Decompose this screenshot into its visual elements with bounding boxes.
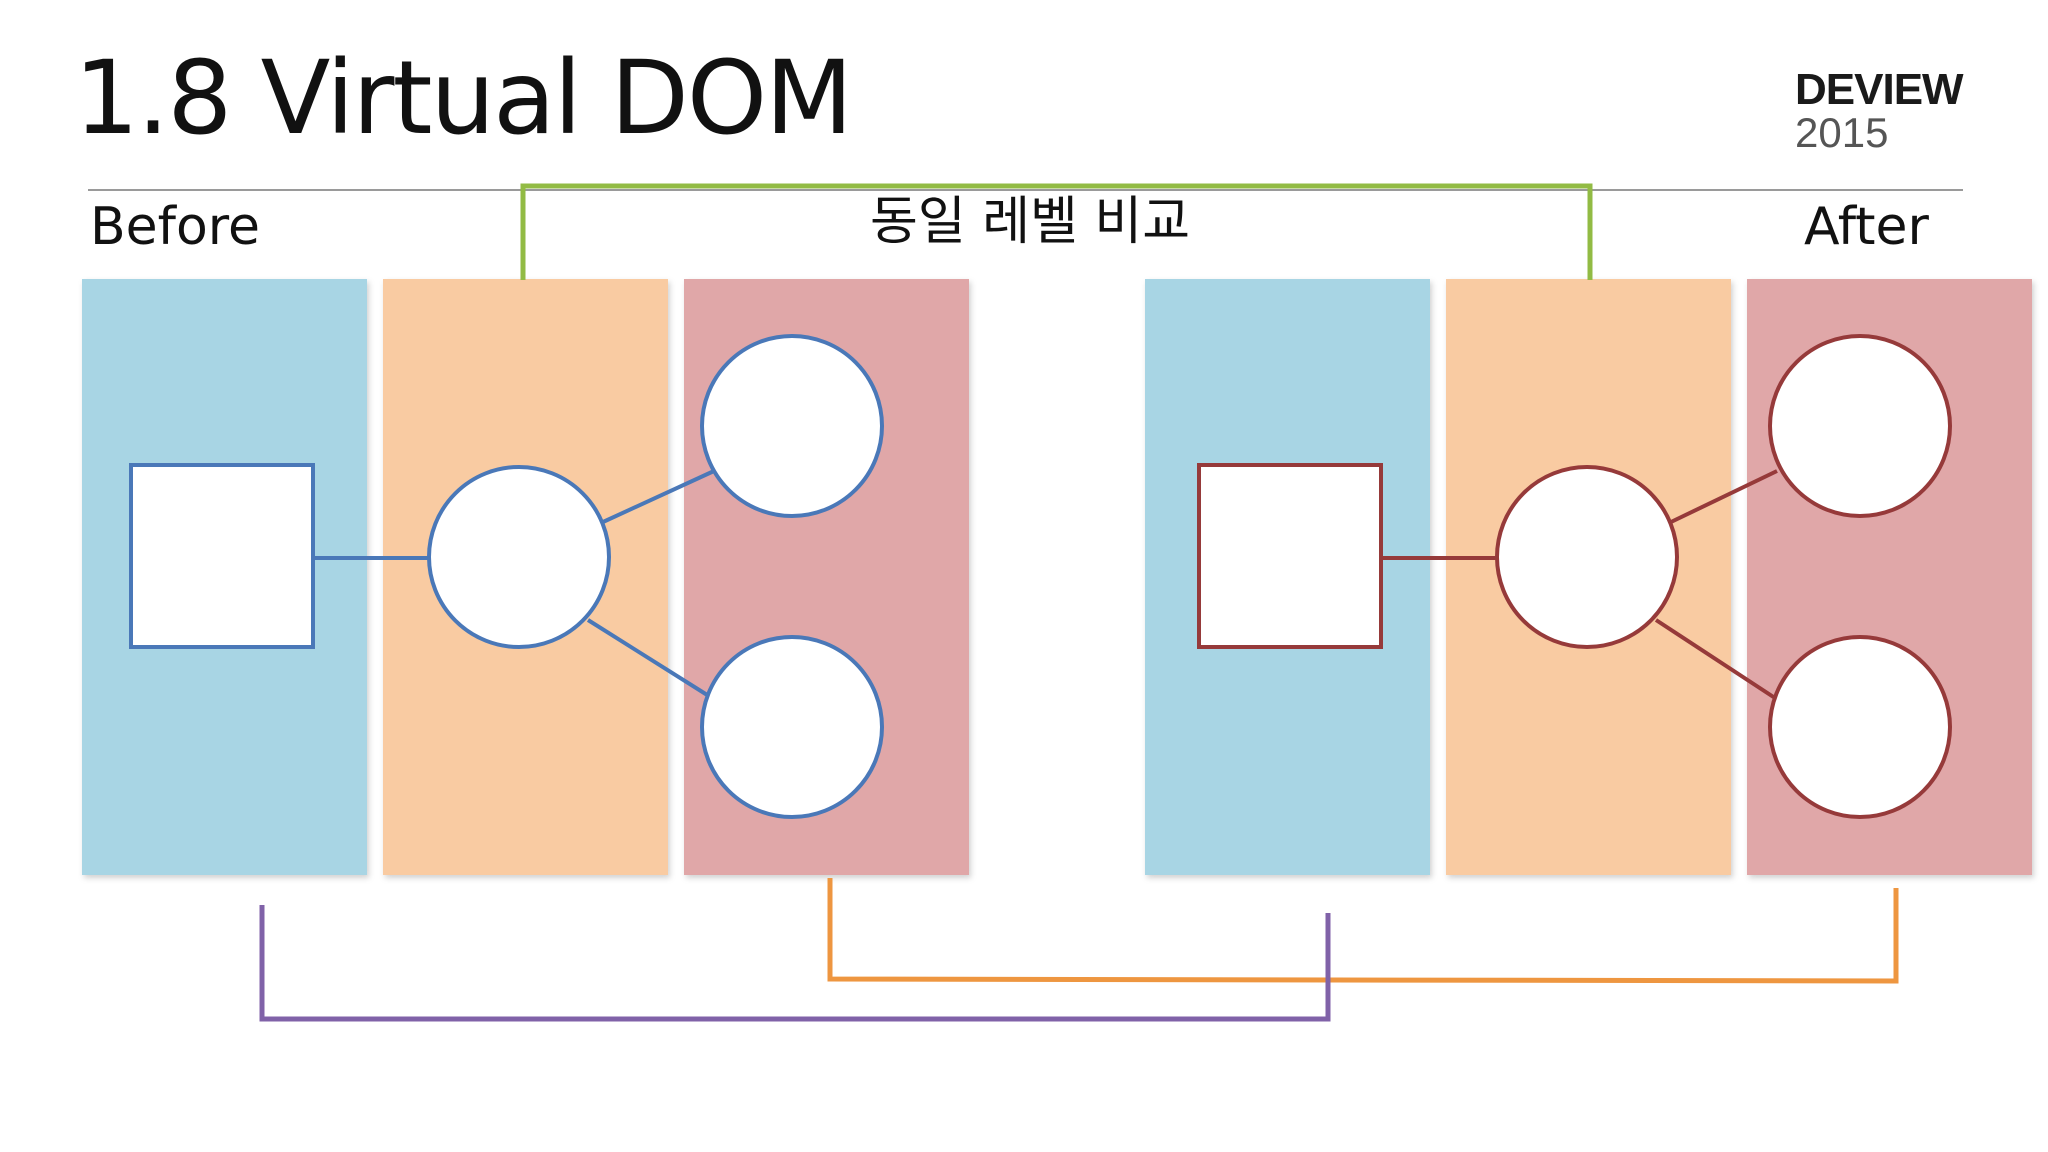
before-leaf-node-bottom	[700, 635, 884, 819]
deview-logo: DEVIEW 2015	[1795, 65, 1964, 156]
before-leaf-node-top	[700, 334, 884, 518]
before-child-node	[427, 465, 611, 649]
level3-comparison-bracket	[827, 878, 1899, 984]
title-divider	[88, 189, 1963, 191]
before-root-node	[129, 463, 315, 649]
after-edge-child-leaf-top	[1670, 469, 1778, 524]
before-edge-child-leaf-bottom	[586, 618, 714, 700]
after-leaf-node-top	[1768, 334, 1952, 518]
after-label: After	[1804, 197, 1929, 257]
after-leaf-node-bottom	[1768, 635, 1952, 819]
logo-name: DEVIEW	[1795, 65, 1964, 114]
before-tree	[129, 334, 884, 819]
after-tree	[1197, 334, 1952, 819]
logo-year: 2015	[1795, 109, 1889, 156]
same-level-comparison-label: 동일 레벨 비교	[870, 192, 1191, 252]
after-edge-child-leaf-bottom	[1654, 618, 1777, 700]
before-edge-child-leaf-top	[602, 469, 715, 524]
slide-title: 1.8 Virtual DOM	[74, 39, 853, 158]
after-child-node	[1495, 465, 1679, 649]
before-label: Before	[90, 197, 261, 257]
after-root-node	[1197, 463, 1383, 649]
level1-comparison-bracket	[259, 905, 1331, 1022]
level2-comparison-bracket	[520, 183, 1593, 280]
